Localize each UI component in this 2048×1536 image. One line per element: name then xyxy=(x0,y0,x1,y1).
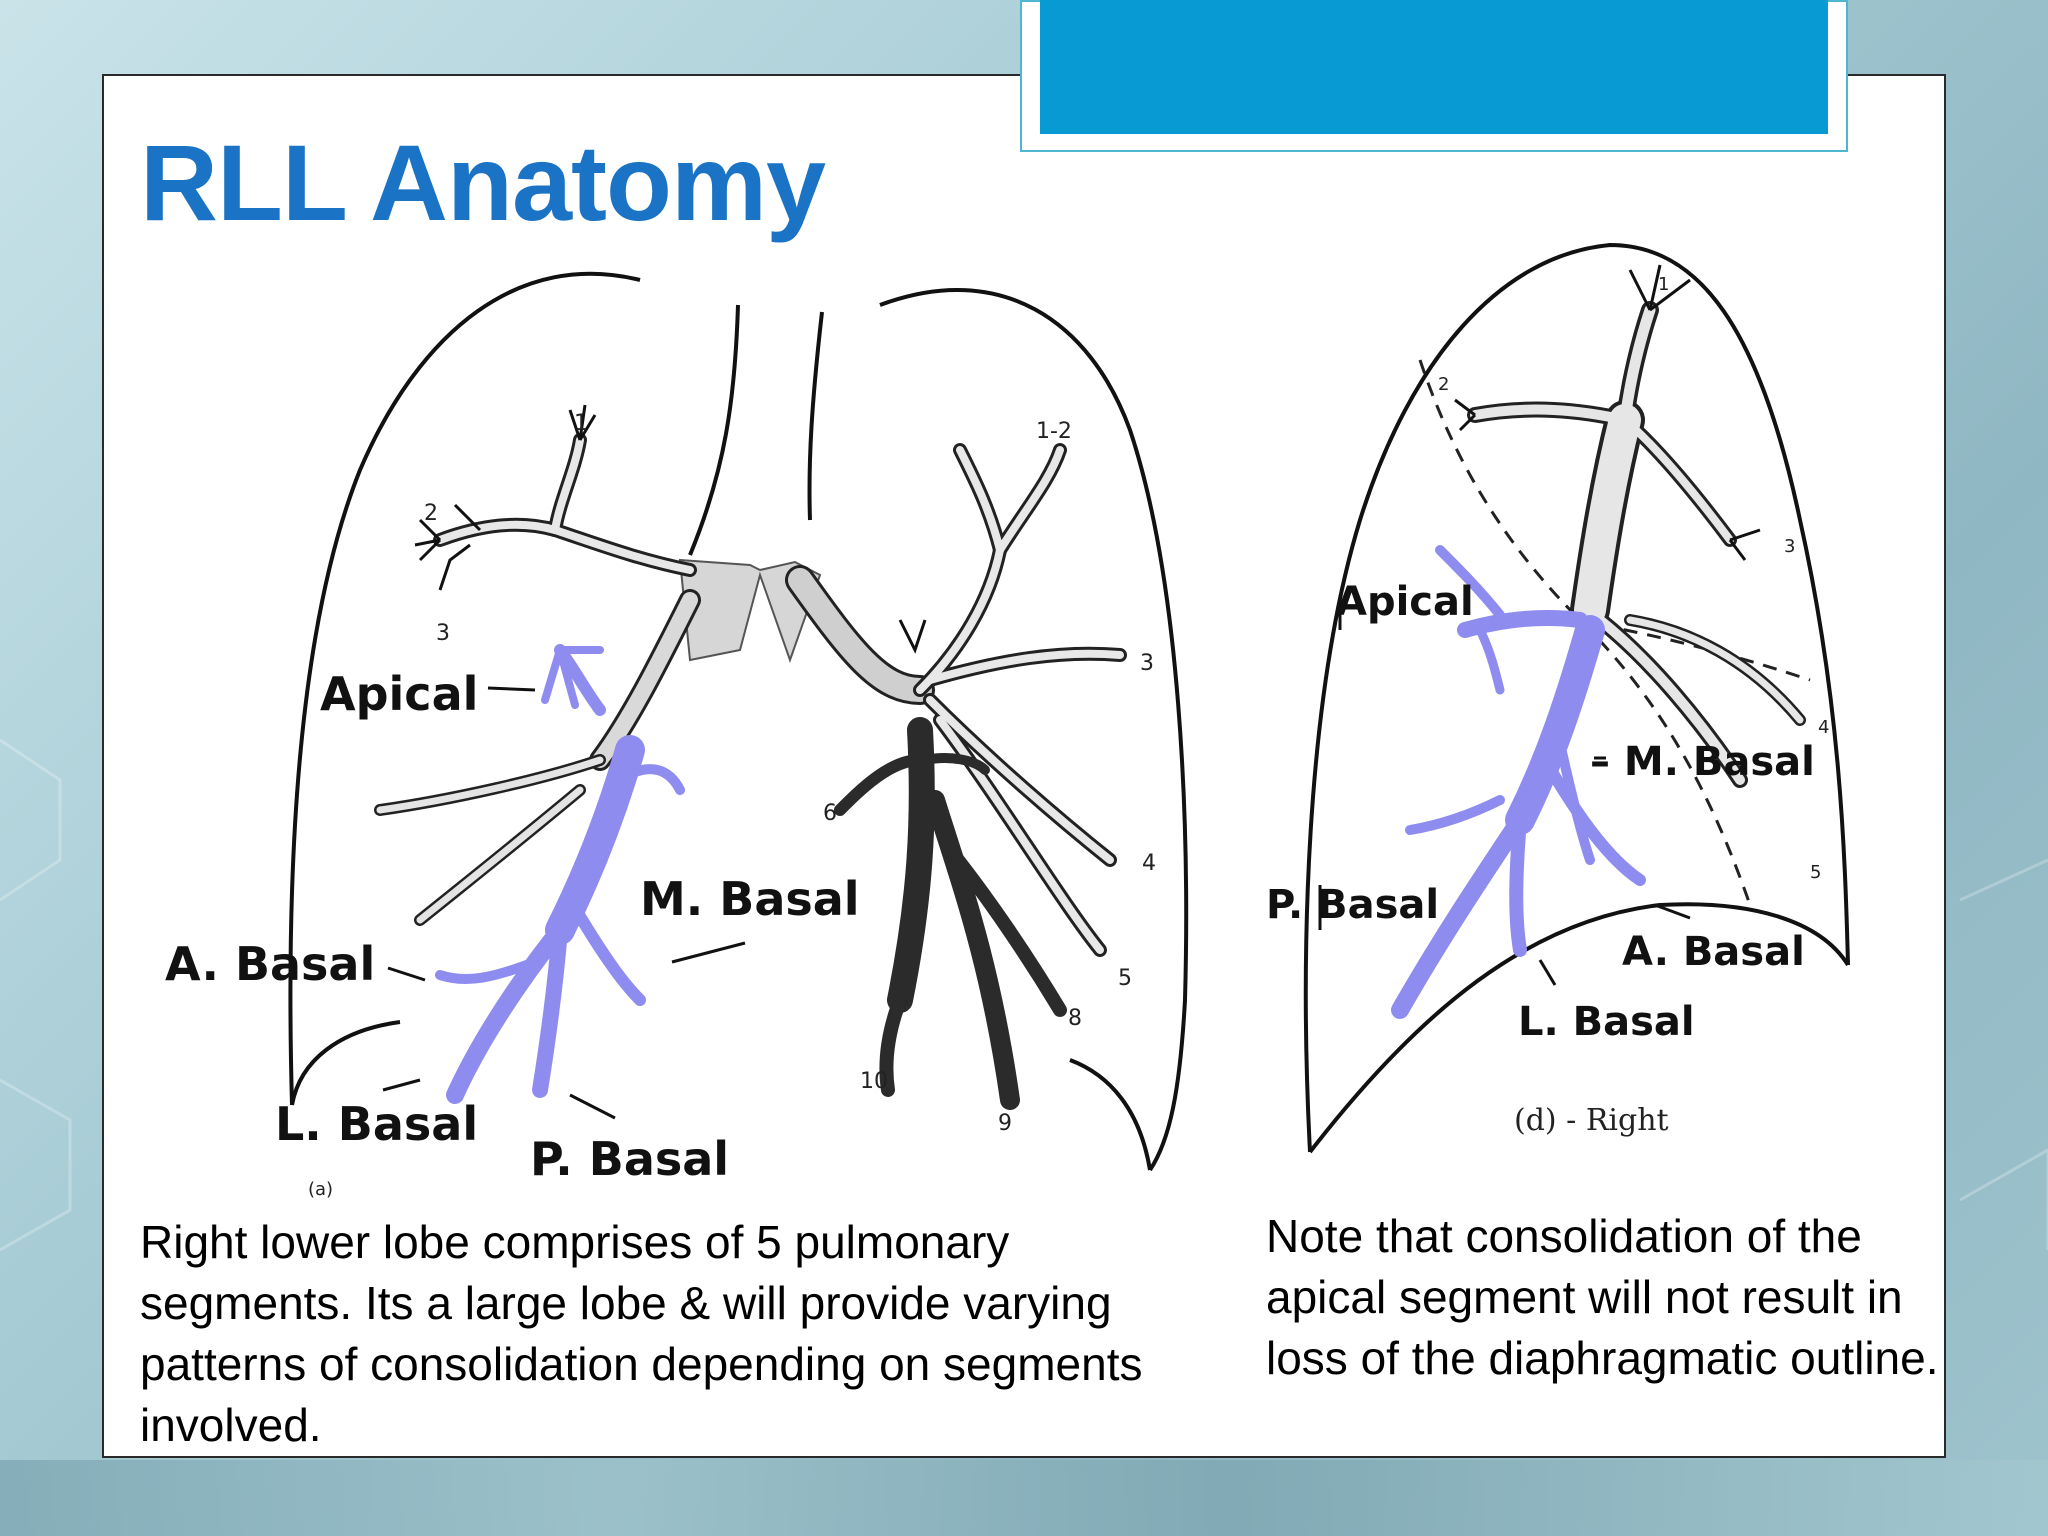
left-label-a-basal: A. Basal xyxy=(165,937,375,991)
right-num-2: 2 xyxy=(1438,374,1449,395)
right-num-5: 5 xyxy=(1810,862,1821,883)
right-num-4: 4 xyxy=(1818,717,1829,738)
left-num-6: 6 xyxy=(823,801,837,826)
left-num-4: 4 xyxy=(1142,851,1156,876)
right-label-m-basal: – M. Basal xyxy=(1590,739,1815,785)
accent-box xyxy=(1040,0,1828,134)
right-num-3: 3 xyxy=(1784,536,1795,557)
slide-title: RLL Anatomy xyxy=(140,122,826,243)
left-label-l-basal: L. Basal xyxy=(275,1097,478,1151)
right-figure-caption: (d) - Right xyxy=(1514,1103,1669,1138)
left-num-1-2: 1-2 xyxy=(1036,419,1072,444)
right-lung-diagram: Apical – M. Basal P. Basal A. Basal L. B… xyxy=(1266,242,1850,1154)
left-num-1: 1 xyxy=(574,411,588,436)
left-num-5: 5 xyxy=(1118,966,1132,991)
right-label-l-basal: L. Basal xyxy=(1518,999,1695,1045)
right-caption-text: Note that consolidation of the apical se… xyxy=(1266,1210,1939,1384)
left-num-3b: 3 xyxy=(1140,651,1154,676)
left-num-10: 10 xyxy=(860,1069,888,1094)
left-num-8: 8 xyxy=(1068,1006,1082,1031)
left-label-p-basal: P. Basal xyxy=(530,1132,729,1186)
bottom-strip xyxy=(0,1460,2048,1536)
left-num-9: 9 xyxy=(998,1111,1012,1136)
left-caption-text: Right lower lobe comprises of 5 pulmonar… xyxy=(140,1216,1143,1451)
left-num-2: 2 xyxy=(424,501,438,526)
left-label-m-basal: M. Basal xyxy=(640,872,860,926)
right-label-p-basal: P. Basal xyxy=(1266,882,1439,928)
right-label-apical: Apical xyxy=(1336,579,1474,625)
left-lung-diagram: Apical M. Basal A. Basal L. Basal P. Bas… xyxy=(165,271,1189,1200)
left-num-3: 3 xyxy=(436,621,450,646)
right-label-a-basal: A. Basal xyxy=(1622,929,1805,975)
left-sub-caption: (a) xyxy=(308,1179,333,1200)
right-num-1: 1 xyxy=(1658,274,1669,295)
left-label-apical: Apical xyxy=(320,667,478,721)
